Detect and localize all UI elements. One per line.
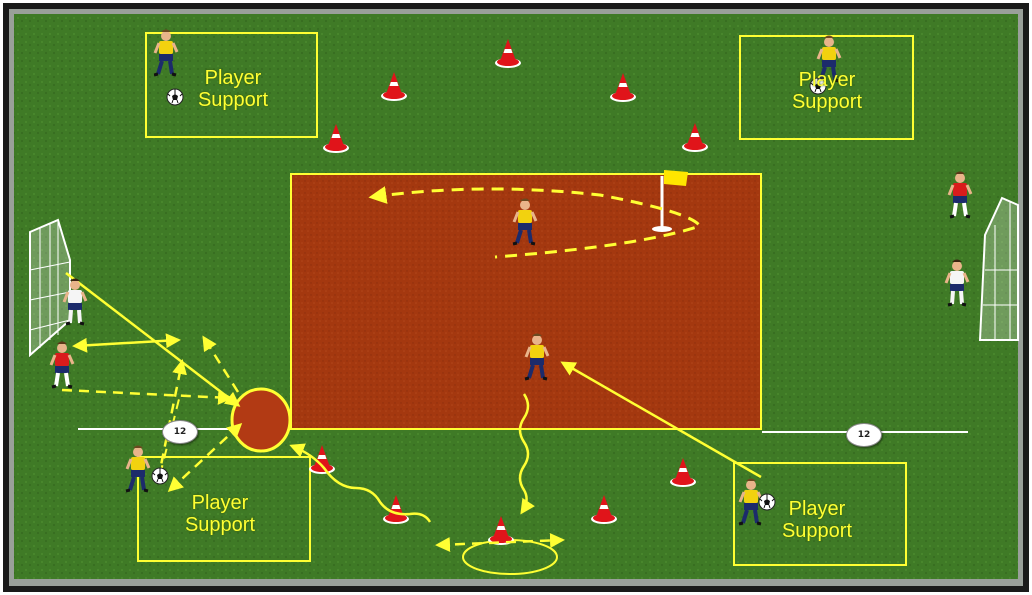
support-label-line2: Support [197, 89, 269, 111]
support-label-line1: Player [191, 492, 249, 514]
support-label-line2: Support [791, 91, 863, 113]
support-label-line1: Player [788, 498, 846, 520]
support-label: Player Support [767, 498, 867, 542]
dribble-path [289, 443, 432, 523]
support-zone-top-left [145, 32, 318, 138]
corner-flag-icon [652, 170, 688, 232]
support-label: Player Support [777, 69, 877, 113]
support-label-line1: Player [798, 69, 856, 91]
pass-option-line [61, 388, 233, 405]
ball-icon [166, 88, 184, 106]
support-label-line2: Support [781, 520, 853, 542]
support-label: Player Support [170, 492, 270, 536]
support-label: Player Support [183, 67, 283, 111]
support-label-line2: Support [184, 514, 256, 536]
marker-badge: 12 [162, 420, 198, 444]
dribble-run-path [368, 186, 703, 259]
pass-line [72, 333, 181, 353]
support-zone-top-right [739, 35, 914, 140]
target-zone-circle [230, 387, 292, 453]
pass-line [560, 361, 762, 479]
ball-icon [151, 467, 169, 485]
goal-icon [978, 196, 1019, 341]
dribble-path [518, 393, 535, 515]
support-label-line1: Player [204, 67, 262, 89]
support-zone-bottom-right [733, 462, 907, 566]
pass-option-line [435, 532, 565, 553]
marker-badge: 12 [846, 423, 882, 447]
pass-option-line [202, 335, 240, 393]
